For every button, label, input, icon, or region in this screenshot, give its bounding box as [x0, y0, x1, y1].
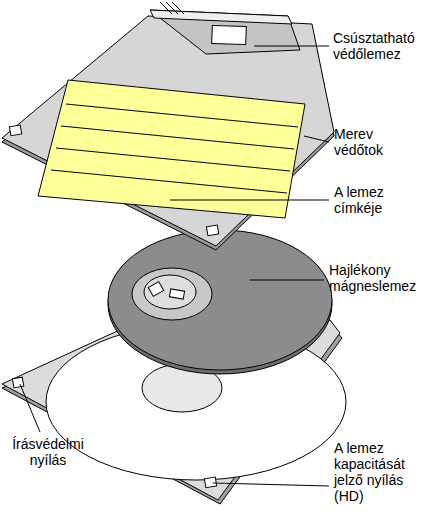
leader-lines — [20, 46, 329, 486]
part-label: Merev védőtok — [334, 126, 404, 158]
part-label: Hajlékony mágneslemez — [329, 262, 424, 294]
part-label: Írásvédelmi nyílás — [8, 436, 88, 468]
part-label: Csúsztatható védőlemez — [333, 30, 438, 62]
part-label: A lemez kapacitását jelző nyílás (HD) — [334, 440, 429, 504]
part-label: A lemez címkéje — [334, 184, 404, 216]
magnetic-disk — [108, 230, 332, 374]
